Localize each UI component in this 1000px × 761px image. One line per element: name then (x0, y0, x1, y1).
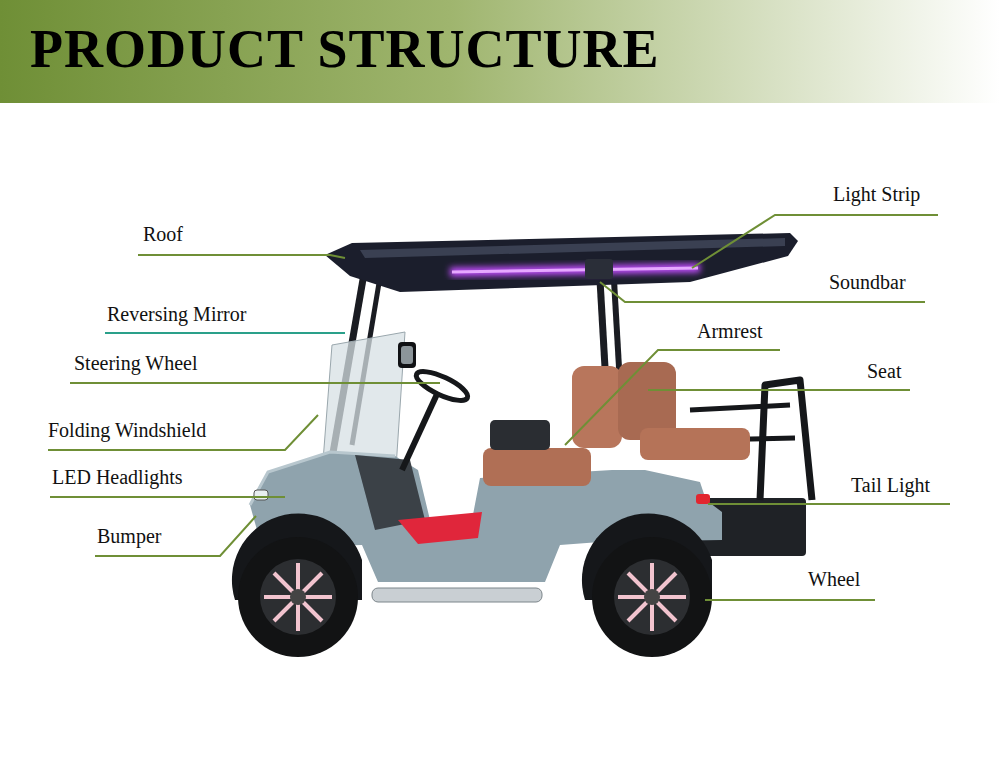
page-title: PRODUCT STRUCTURE (30, 18, 660, 80)
title-bar (0, 0, 1000, 103)
part-label: Light Strip (833, 183, 920, 206)
part-label: LED Headlights (52, 466, 183, 489)
part-label: Steering Wheel (74, 352, 197, 375)
golf-cart (232, 233, 812, 657)
part-label: Seat (867, 360, 901, 383)
part-label: Bumper (97, 525, 161, 548)
part-label: Reversing Mirror (107, 303, 246, 326)
part-label: Wheel (808, 568, 860, 591)
part-label: Folding Windshield (48, 419, 206, 442)
part-label: Soundbar (829, 271, 906, 294)
part-label: Armrest (697, 320, 763, 343)
part-label: Roof (143, 223, 183, 246)
part-label: Tail Light (851, 474, 930, 497)
leader-lines (48, 215, 950, 600)
leader-line (105, 332, 345, 334)
